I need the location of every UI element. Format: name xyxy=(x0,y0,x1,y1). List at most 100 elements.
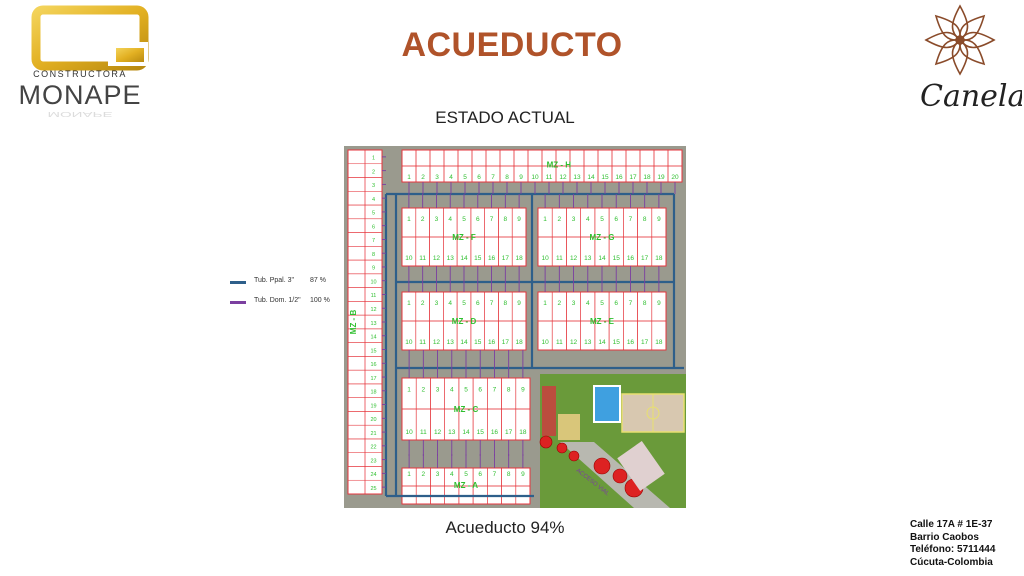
lot-number: 17 xyxy=(641,255,649,262)
lot-number: 15 xyxy=(474,339,482,346)
lot-number: 4 xyxy=(372,197,375,203)
lot-number: 14 xyxy=(598,255,606,262)
address-neighborhood: Barrio Caobos xyxy=(910,531,979,543)
block-label: MZ - H xyxy=(547,161,572,170)
block-label: MZ - F xyxy=(452,233,476,242)
lot-number: 6 xyxy=(476,300,480,307)
lot-number: 1 xyxy=(407,174,411,181)
lot-number: 13 xyxy=(584,255,592,262)
lot-number: 5 xyxy=(600,300,604,307)
lot-number: 13 xyxy=(448,429,456,436)
lot-number: 5 xyxy=(600,216,604,223)
lot-number: 17 xyxy=(629,174,637,181)
lot-number: 2 xyxy=(422,387,426,394)
pipes-layer xyxy=(382,156,684,498)
lot-number: 8 xyxy=(504,216,508,223)
block-label: MZ - D xyxy=(452,317,477,326)
lot-number: 5 xyxy=(464,471,468,478)
lot-number: 10 xyxy=(370,279,376,285)
lot-number: 10 xyxy=(541,339,549,346)
lot-number: 9 xyxy=(519,174,523,181)
lot-number: 18 xyxy=(515,255,523,262)
lot-number: 9 xyxy=(657,300,661,307)
lot-number: 13 xyxy=(370,321,376,327)
lot-number: 11 xyxy=(546,174,553,181)
block-label: MZ - G xyxy=(590,233,615,242)
legend-value: 87 % xyxy=(310,277,326,284)
block-mzb: 1234567891011121314151617181920212223242… xyxy=(347,149,383,495)
legend-item-domestic-pipe: Tub. Dom. 1/2" 100 % xyxy=(230,297,340,317)
amenity-building xyxy=(617,441,665,491)
lot-number: 1 xyxy=(543,300,547,307)
lot-number: 4 xyxy=(586,216,590,223)
lot-number: 2 xyxy=(421,174,425,181)
lot-number: 15 xyxy=(613,255,621,262)
lot-number: 7 xyxy=(372,238,375,244)
lot-number: 7 xyxy=(491,174,495,181)
lot-number: 15 xyxy=(477,429,485,436)
lot-number: 11 xyxy=(420,429,427,436)
lot-number: 8 xyxy=(505,174,509,181)
lot-number: 1 xyxy=(372,156,375,162)
domestic-pipe-swatch xyxy=(230,301,246,304)
legend-value: 100 % xyxy=(310,297,330,304)
legend-item-main-pipe: Tub. Ppal. 3" 87 % xyxy=(230,277,340,297)
block-label: MZ - A xyxy=(454,481,478,490)
lot-number: 4 xyxy=(449,174,453,181)
lot-number: 5 xyxy=(462,300,466,307)
lot-number: 16 xyxy=(627,255,635,262)
lot-number: 19 xyxy=(657,174,665,181)
lot-number: 6 xyxy=(372,224,375,230)
logo-brand-line: CONSTRUCTORA xyxy=(33,69,127,79)
lot-number: 5 xyxy=(463,174,467,181)
lot-number: 8 xyxy=(643,216,647,223)
lot-number: 9 xyxy=(521,471,525,478)
lot-number: 2 xyxy=(372,169,375,175)
lot-number: 6 xyxy=(478,471,482,478)
lot-number: 18 xyxy=(655,255,663,262)
lot-number: 2 xyxy=(558,216,562,223)
lot-number: 15 xyxy=(474,255,482,262)
lot-number: 6 xyxy=(614,216,618,223)
lot-number: 11 xyxy=(371,293,377,299)
lot-number: 10 xyxy=(405,339,413,346)
lot-number: 14 xyxy=(370,335,376,341)
lot-number: 12 xyxy=(570,255,578,262)
lot-number: 24 xyxy=(370,472,376,478)
lot-number: 9 xyxy=(517,300,521,307)
lot-number: 7 xyxy=(629,300,633,307)
lot-number: 17 xyxy=(502,339,510,346)
lot-number: 14 xyxy=(460,255,468,262)
lot-number: 5 xyxy=(464,387,468,394)
lot-number: 15 xyxy=(613,339,621,346)
page-title: ACUEDUCTO xyxy=(401,26,623,64)
amenity-area: ACCESO VIAL xyxy=(539,374,686,508)
lot-number: 11 xyxy=(556,255,563,262)
lot-number: 18 xyxy=(515,339,523,346)
lot-number: 7 xyxy=(493,471,497,478)
address-block: Calle 17A # 1E-37 Barrio Caobos Teléfono… xyxy=(910,519,995,569)
lot-number: 20 xyxy=(370,417,376,423)
lot-number: 3 xyxy=(572,300,576,307)
lot-number: 16 xyxy=(627,339,635,346)
lot-number: 12 xyxy=(434,429,442,436)
lot-number: 16 xyxy=(370,362,376,368)
lot-number: 17 xyxy=(502,255,510,262)
lot-number: 7 xyxy=(629,216,633,223)
lot-number: 4 xyxy=(450,387,454,394)
lot-number: 3 xyxy=(436,387,440,394)
lot-number: 9 xyxy=(521,387,525,394)
lot-number: 15 xyxy=(601,174,609,181)
lot-number: 18 xyxy=(519,429,527,436)
lot-number: 13 xyxy=(447,255,455,262)
lot-number: 3 xyxy=(436,471,440,478)
lot-number: 14 xyxy=(460,339,468,346)
lot-number: 10 xyxy=(405,429,413,436)
legend-label: Tub. Ppal. 3" xyxy=(254,277,294,284)
lot-number: 8 xyxy=(372,252,375,258)
lot-number: 8 xyxy=(507,471,511,478)
lot-number: 18 xyxy=(370,390,376,396)
